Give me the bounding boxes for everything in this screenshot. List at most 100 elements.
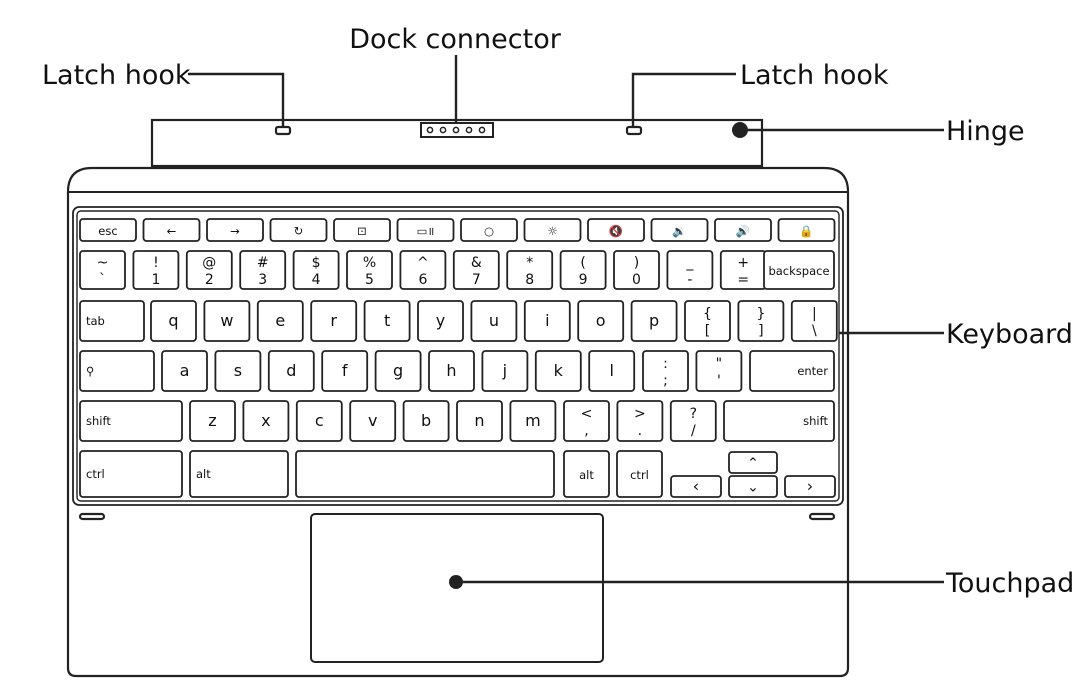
num-key-6[interactable] <box>399 250 447 290</box>
arrow-up-key-label: ⌃ <box>747 456 759 472</box>
key-w[interactable] <box>203 300 251 342</box>
hinge-dot <box>732 122 748 138</box>
num-key-11[interactable] <box>666 250 714 290</box>
key-n[interactable] <box>456 400 503 442</box>
key-g-label: g <box>393 361 403 380</box>
sym-key-q-0[interactable] <box>684 300 731 342</box>
key-q-label: q <box>168 311 178 330</box>
key-q[interactable] <box>150 300 197 342</box>
fn-key-10[interactable] <box>714 218 772 242</box>
num-key-6-top: ^ <box>417 255 429 271</box>
sym-key-a-0[interactable] <box>642 350 689 392</box>
alt-right-key[interactable] <box>563 450 610 498</box>
arrow-up-key[interactable] <box>728 451 778 474</box>
enter-key[interactable] <box>749 350 835 392</box>
key-y[interactable] <box>417 300 464 342</box>
key-b[interactable] <box>402 400 450 442</box>
num-key-7[interactable] <box>452 250 500 290</box>
key-n-label: n <box>474 411 484 430</box>
key-f[interactable] <box>321 350 369 392</box>
key-g[interactable] <box>374 350 422 392</box>
key-l[interactable] <box>588 350 636 392</box>
backspace-key[interactable] <box>763 250 835 290</box>
key-r[interactable] <box>310 300 358 342</box>
num-key-9[interactable] <box>559 250 607 290</box>
alt-right-key-label: alt <box>579 468 594 482</box>
ctrl-right-key[interactable] <box>616 450 663 498</box>
fn-key-3[interactable] <box>269 218 328 242</box>
num-key-5[interactable] <box>346 250 393 290</box>
key-p-label: p <box>649 311 659 330</box>
key-v-label: v <box>368 411 377 430</box>
key-z[interactable] <box>189 400 236 442</box>
sym-key-z-2[interactable] <box>669 400 717 442</box>
key-o-label: o <box>596 311 606 330</box>
key-i[interactable] <box>523 300 571 342</box>
search-key[interactable] <box>79 350 155 392</box>
fn-key-6[interactable] <box>460 218 518 242</box>
fn-key-1-label: ← <box>167 224 177 238</box>
sym-key-a-1[interactable] <box>695 350 743 392</box>
key-a[interactable] <box>161 350 208 392</box>
fn-key-1[interactable] <box>142 218 201 242</box>
key-c[interactable] <box>295 400 343 442</box>
sym-key-q-2[interactable] <box>790 300 838 342</box>
key-e[interactable] <box>256 300 304 342</box>
fn-key-8-label: 🔇 <box>609 224 623 238</box>
latch-hook-right-leader <box>631 72 736 126</box>
key-d[interactable] <box>267 350 315 392</box>
sym-key-z-1[interactable] <box>616 400 664 442</box>
connector-pin <box>478 126 486 134</box>
fn-key-5[interactable] <box>396 218 455 242</box>
fn-key-8[interactable] <box>587 218 645 242</box>
key-h[interactable] <box>428 350 475 392</box>
fn-key-0[interactable] <box>79 218 137 242</box>
num-key-3-bottom: 3 <box>258 272 267 288</box>
sym-key-z-0[interactable] <box>563 400 610 442</box>
arrow-left-key[interactable] <box>670 475 722 498</box>
key-u[interactable] <box>470 300 518 342</box>
arrow-right-key[interactable] <box>784 475 836 498</box>
arrow-down-key[interactable] <box>728 475 778 498</box>
key-t[interactable] <box>363 300 411 342</box>
sym-key-z-1-bottom: . <box>638 423 642 439</box>
key-z-label: z <box>208 411 216 430</box>
fn-key-4[interactable] <box>333 218 391 242</box>
sym-key-q-1-top: } <box>756 306 765 322</box>
num-key-12-bottom: = <box>737 272 749 288</box>
key-s[interactable] <box>214 350 262 392</box>
num-key-1[interactable] <box>132 250 180 290</box>
fn-key-9-label: 🔉 <box>672 224 686 238</box>
key-k-label: k <box>554 361 564 380</box>
key-o[interactable] <box>577 300 625 342</box>
key-k[interactable] <box>534 350 582 392</box>
key-v[interactable] <box>349 400 397 442</box>
num-key-0[interactable] <box>79 250 126 290</box>
key-p[interactable] <box>630 300 678 342</box>
fn-key-7[interactable] <box>523 218 582 242</box>
ctrl-left-key[interactable] <box>79 450 183 498</box>
num-key-8-bottom: 8 <box>525 272 534 288</box>
fn-key-9[interactable] <box>650 218 709 242</box>
num-key-3-top: # <box>257 255 269 271</box>
fn-key-2[interactable] <box>206 218 264 242</box>
key-j[interactable] <box>481 350 529 392</box>
num-key-4[interactable] <box>292 250 340 290</box>
num-key-2[interactable] <box>185 250 233 290</box>
key-u-label: u <box>489 311 499 330</box>
sym-key-q-0-bottom: [ <box>705 323 710 339</box>
key-m[interactable] <box>509 400 557 442</box>
key-x[interactable] <box>242 400 290 442</box>
dock-connector-port <box>420 122 494 138</box>
shift-right-key[interactable] <box>723 400 835 442</box>
sym-key-q-1[interactable] <box>737 300 785 342</box>
fn-key-2-label: → <box>230 224 240 238</box>
space-key[interactable] <box>295 450 555 498</box>
num-key-8[interactable] <box>506 250 554 290</box>
alt-left-key[interactable] <box>189 450 289 498</box>
num-key-10[interactable] <box>613 250 660 290</box>
tab-key[interactable] <box>79 300 145 342</box>
shift-left-key[interactable] <box>79 400 183 442</box>
num-key-3[interactable] <box>239 250 287 290</box>
fn-key-11[interactable] <box>777 218 836 242</box>
